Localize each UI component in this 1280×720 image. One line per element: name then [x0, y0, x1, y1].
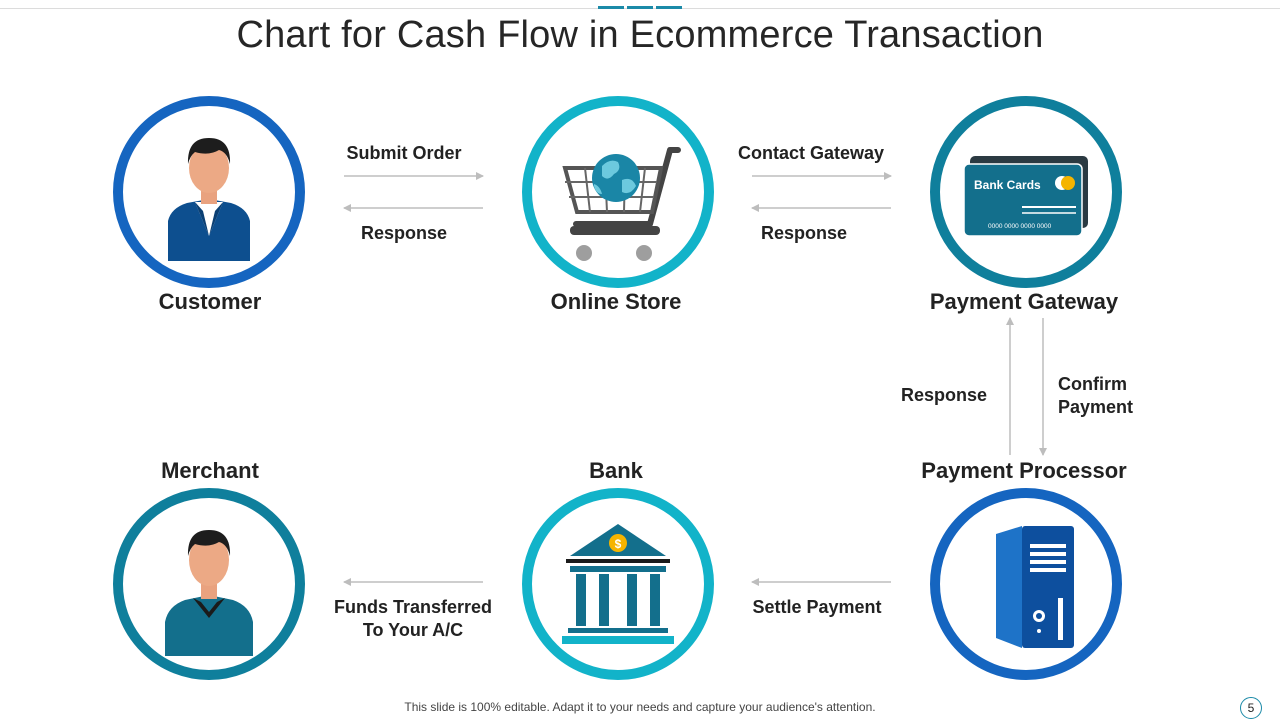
payment-processor-label: Payment Processor: [921, 458, 1127, 483]
user-icon: [168, 138, 250, 261]
server-icon: [996, 526, 1074, 648]
submit-order-label: Submit Order: [346, 143, 462, 163]
bank-icon: $: [562, 524, 674, 644]
merchant-node[interactable]: [113, 488, 305, 680]
top-accent: [656, 6, 682, 9]
funds-transferred-line-2: To Your A/C: [362, 620, 464, 640]
coin-symbol: $: [615, 537, 622, 551]
page-number: 5: [1240, 697, 1262, 719]
response-label-3: Response: [900, 385, 988, 405]
payment-gateway-label: Payment Gateway: [929, 289, 1119, 314]
contact-gateway-label: Contact Gateway: [737, 143, 885, 163]
online-store-node[interactable]: [522, 96, 714, 288]
confirm-payment-line-1: Confirm: [1058, 374, 1127, 394]
funds-transferred-line-1: Funds Transferred: [333, 597, 493, 617]
settle-payment-label: Settle Payment: [752, 597, 882, 617]
top-accent: [598, 6, 624, 9]
payment-gateway-node[interactable]: Bank Cards 0000 0000 0000 0000: [930, 96, 1122, 288]
credit-card-icon: Bank Cards 0000 0000 0000 0000: [963, 156, 1088, 237]
shopping-cart-icon: [562, 147, 681, 261]
card-number-text: 0000 0000 0000 0000: [988, 223, 1052, 230]
card-brand-text: Bank Cards: [974, 178, 1041, 192]
customer-node[interactable]: [113, 96, 305, 288]
merchant-label: Merchant: [161, 458, 259, 483]
top-accent: [627, 6, 653, 9]
response-label-2: Response: [760, 223, 848, 243]
payment-processor-node[interactable]: [930, 488, 1122, 680]
bank-label: Bank: [589, 458, 643, 483]
funds-transferred-label: Funds Transferred To Your A/C: [318, 596, 508, 642]
merchant-icon: [165, 530, 253, 656]
customer-label: Customer: [158, 289, 262, 314]
slide-footer: This slide is 100% editable. Adapt it to…: [404, 700, 876, 714]
slide-title: Chart for Cash Flow in Ecommerce Transac…: [236, 14, 1044, 56]
online-store-label: Online Store: [550, 289, 682, 314]
bank-node[interactable]: $: [522, 488, 714, 680]
confirm-payment-line-2: Payment: [1058, 397, 1134, 417]
response-label-1: Response: [360, 223, 448, 243]
confirm-payment-label: Confirm Payment: [1058, 373, 1142, 419]
